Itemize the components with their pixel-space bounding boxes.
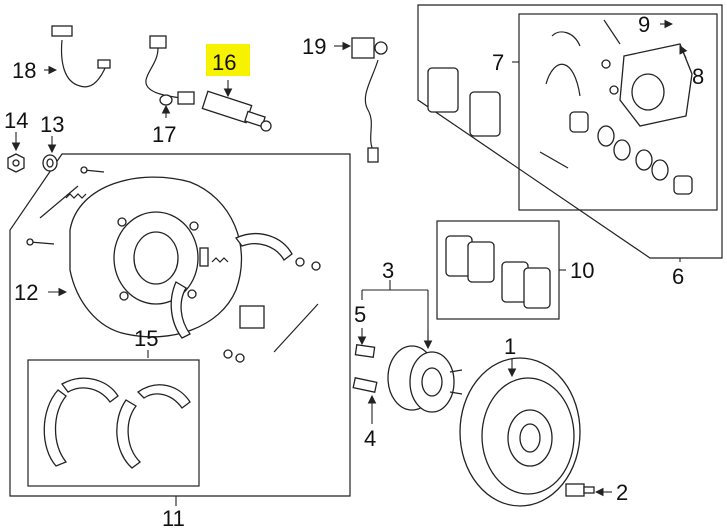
callout-15[interactable]: 15 bbox=[134, 326, 158, 351]
callout-10[interactable]: 10 bbox=[570, 258, 594, 283]
caliper-clips bbox=[539, 19, 621, 169]
wheel-speed-sensor bbox=[351, 37, 388, 163]
brake-hose bbox=[51, 25, 111, 88]
brake-pads-10 bbox=[445, 235, 551, 309]
wiring-harness bbox=[145, 35, 195, 106]
brake-rotor bbox=[459, 357, 581, 507]
caliper-kit-box bbox=[417, 4, 723, 259]
hub-bearing bbox=[387, 345, 463, 413]
washer-13 bbox=[42, 154, 58, 172]
callout-7[interactable]: 7 bbox=[492, 50, 504, 75]
brake-pads-7 bbox=[427, 67, 501, 137]
callout-11[interactable]: 11 bbox=[162, 506, 185, 531]
callout-12[interactable]: 12 bbox=[14, 280, 38, 305]
wheel-stud-4 bbox=[352, 377, 378, 393]
callout-9[interactable]: 9 bbox=[638, 12, 650, 37]
callout-18[interactable]: 18 bbox=[12, 58, 36, 83]
parking-shoe-right bbox=[234, 233, 293, 261]
shoe-kit-shoes bbox=[43, 377, 191, 469]
callout-13[interactable]: 13 bbox=[40, 112, 64, 137]
callout-19[interactable]: 19 bbox=[302, 34, 326, 59]
callout-6[interactable]: 6 bbox=[672, 264, 684, 289]
callout-16-highlight bbox=[206, 44, 250, 76]
hardware-springs bbox=[26, 166, 105, 246]
callout-4[interactable]: 4 bbox=[364, 426, 376, 451]
caliper-body bbox=[619, 43, 693, 127]
caliper-seals bbox=[569, 111, 693, 195]
callout-17[interactable]: 17 bbox=[152, 122, 176, 147]
adjuster-hardware bbox=[199, 247, 321, 363]
callout-5[interactable]: 5 bbox=[354, 302, 366, 327]
callout-2[interactable]: 2 bbox=[616, 480, 628, 505]
wheel-stud-5 bbox=[354, 344, 376, 358]
backing-plate bbox=[69, 176, 243, 338]
callout-14[interactable]: 14 bbox=[4, 108, 28, 133]
parking-shoe-left bbox=[170, 281, 191, 339]
shoe-kit-box bbox=[27, 359, 200, 487]
nut-14 bbox=[7, 153, 25, 173]
callout-1[interactable]: 1 bbox=[504, 334, 516, 359]
callout-16[interactable]: 16 bbox=[212, 50, 236, 75]
parking-actuator bbox=[201, 90, 272, 132]
callout-3[interactable]: 3 bbox=[382, 258, 394, 283]
parking-brake-box bbox=[9, 153, 351, 497]
callout-8[interactable]: 8 bbox=[692, 64, 704, 89]
rotor-screw bbox=[565, 483, 595, 497]
caliper-assembly-box bbox=[518, 13, 718, 211]
